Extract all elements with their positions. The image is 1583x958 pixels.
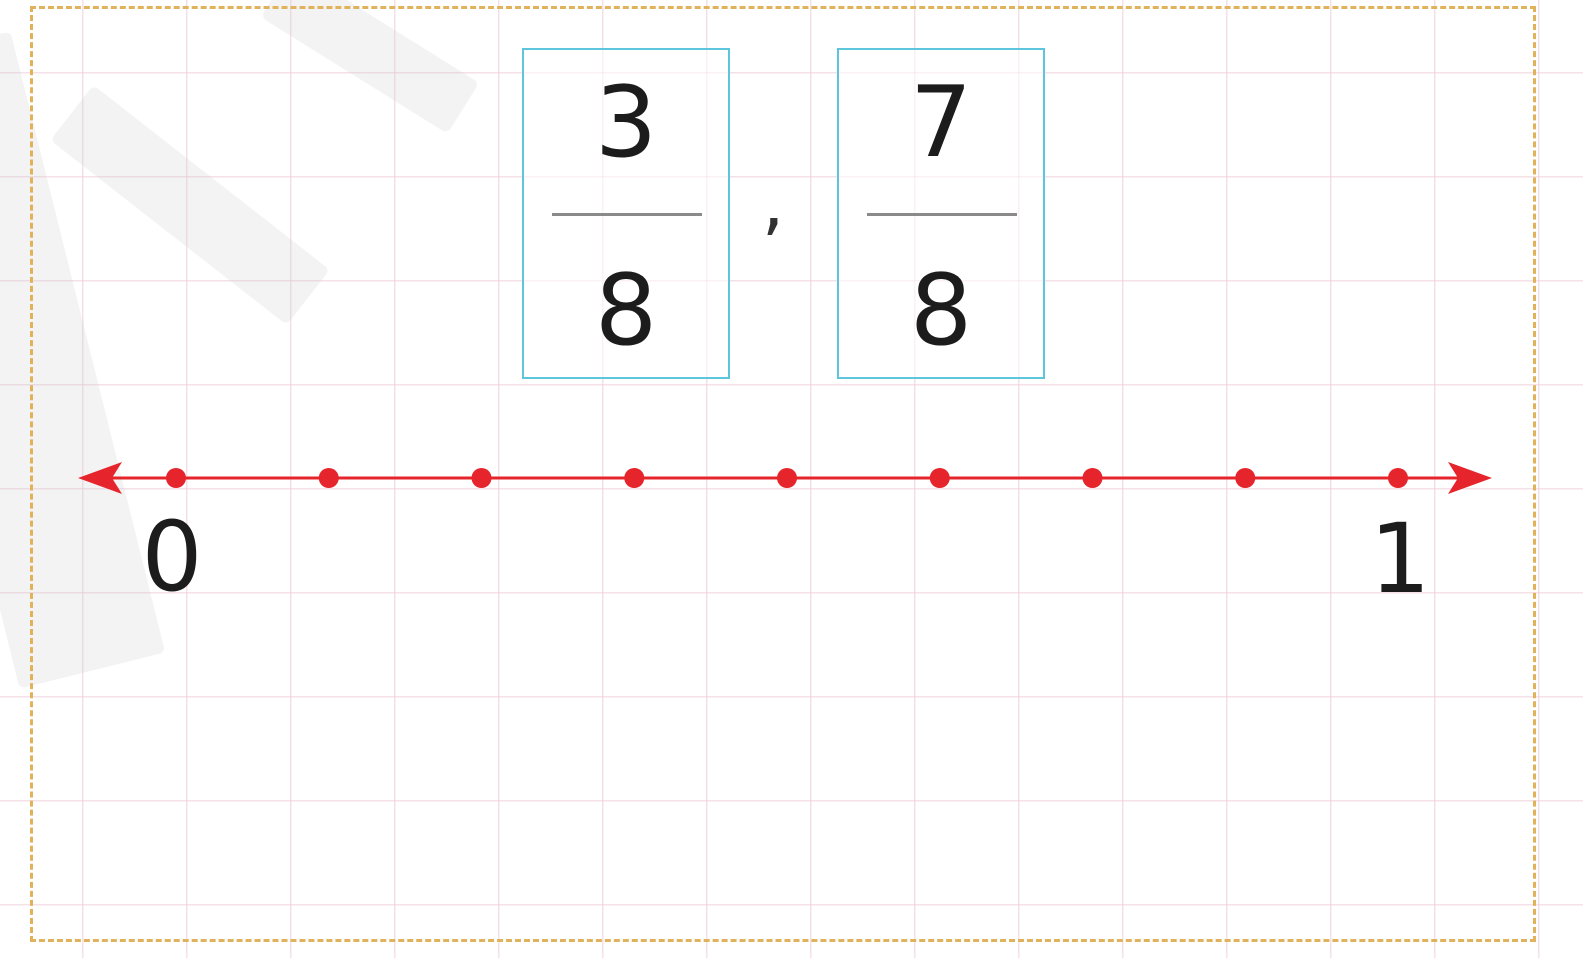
comma-separator: , [762, 162, 785, 244]
tick-dot [166, 468, 186, 488]
fraction-denominator: 8 [594, 254, 658, 368]
fraction-numerator: 7 [909, 66, 973, 180]
end-label: 1 [1369, 503, 1430, 615]
fraction-box-seven-eighths: 7 8 [837, 48, 1045, 379]
tick-dot [318, 468, 339, 488]
fraction-bar [867, 213, 1017, 216]
fraction-bar [552, 213, 702, 216]
tick-dot [929, 468, 950, 488]
fraction-denominator: 8 [909, 254, 973, 368]
tick-dot [624, 468, 645, 488]
left-arrow-icon [78, 462, 122, 494]
fraction-box-three-eighths: 3 8 [522, 48, 730, 379]
tick-dot [777, 468, 797, 488]
fraction-numerator: 3 [594, 66, 658, 180]
tick-dot [1082, 468, 1103, 488]
number-line-ticks [166, 468, 1408, 488]
tick-dot [471, 468, 492, 488]
tick-dot [1235, 468, 1256, 488]
right-arrow-icon [1448, 462, 1492, 494]
dashed-frame [30, 6, 1536, 942]
tick-dot [1388, 468, 1408, 488]
start-label: 0 [141, 501, 202, 613]
